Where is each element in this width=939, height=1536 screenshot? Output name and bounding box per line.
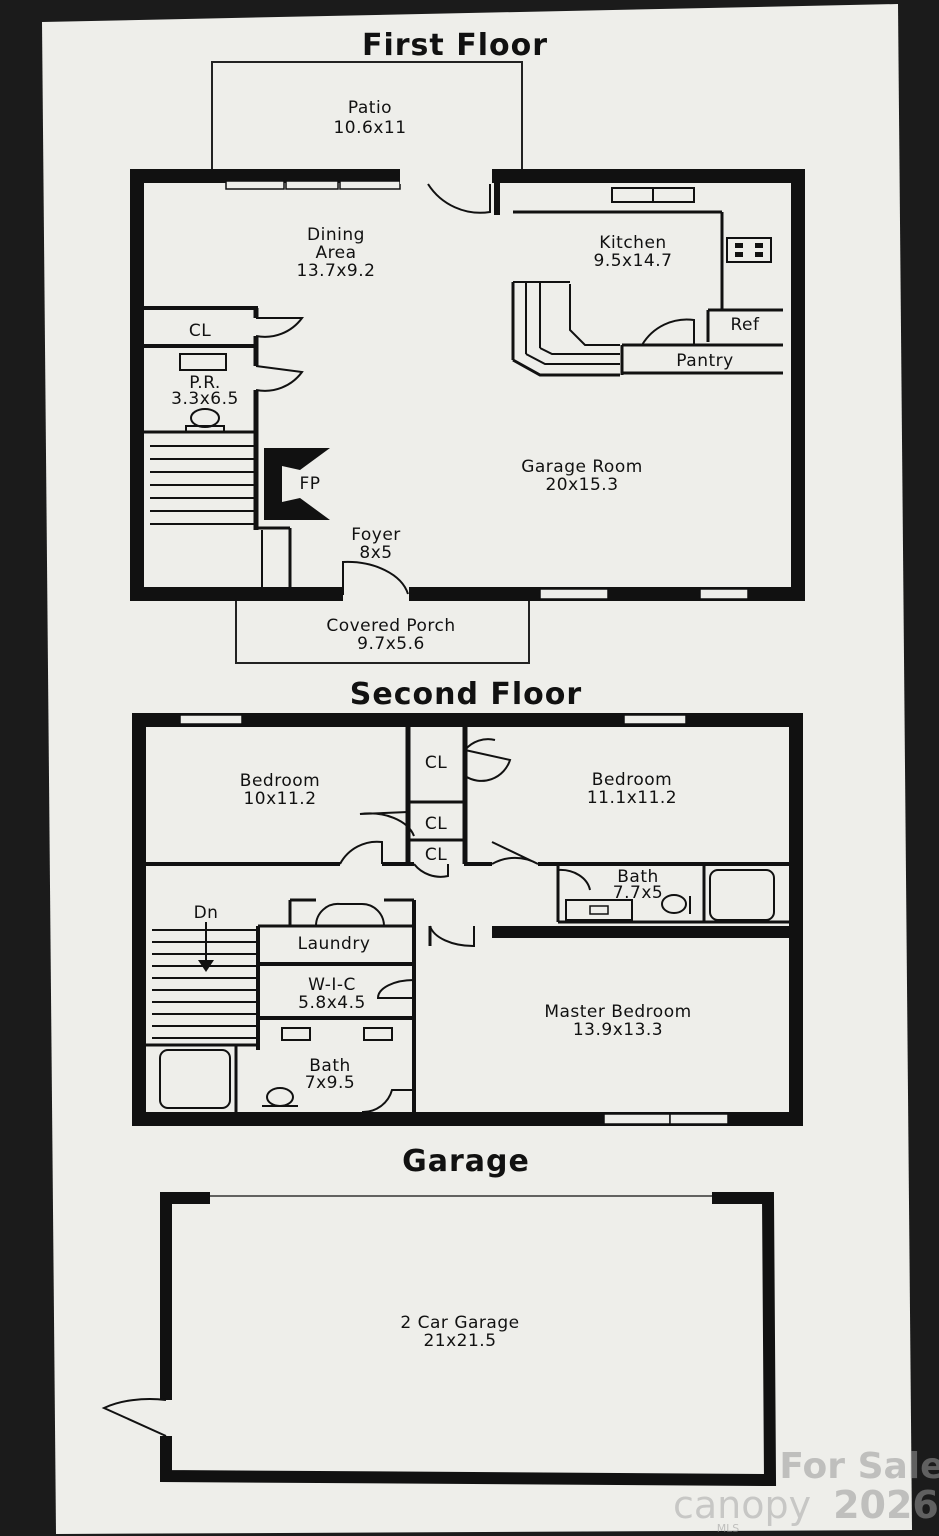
- second-floor-plan: Second Floor: [132, 677, 803, 1126]
- fireplace-label: FP: [299, 474, 320, 494]
- ref-label: Ref: [731, 315, 761, 335]
- first-floor-stairs: [150, 445, 263, 590]
- powder-room-name: P.R.: [189, 373, 221, 393]
- bedroom-left-size: 10x11.2: [243, 789, 316, 809]
- west-rooms-walls: [144, 306, 292, 590]
- hall-bath-name: Bath: [617, 867, 659, 887]
- canopy-mls-watermark: For Sale canopy 2026 MLS: [673, 1446, 939, 1535]
- hall-bath-size: 7.7x5: [613, 883, 663, 903]
- covered-porch-name: Covered Porch: [326, 616, 455, 636]
- first-floor-windows: [225, 180, 749, 600]
- second-floor-title: Second Floor: [350, 677, 582, 712]
- bedroom-right-name: Bedroom: [592, 770, 672, 790]
- closet-door-swing: [255, 317, 304, 338]
- master-bath-tub-icon: [159, 1049, 231, 1109]
- kitchen-walls: [494, 176, 783, 377]
- master-bath-name: Bath: [309, 1056, 351, 1076]
- garage-name: 2 Car Garage: [400, 1313, 519, 1333]
- patio-door-opening: [400, 168, 492, 184]
- first-floor-plan: First Floor Patio 10.6x11: [130, 28, 805, 664]
- patio-size: 10.6x11: [333, 118, 406, 138]
- great-room-name: Garage Room: [521, 457, 643, 477]
- master-bedroom-size: 13.9x13.3: [573, 1020, 663, 1040]
- patio-door-swing: [427, 183, 491, 214]
- kitchen-name: Kitchen: [599, 233, 666, 253]
- bedroom-right-size: 11.1x11.2: [587, 788, 677, 808]
- stove-burners: [735, 243, 763, 257]
- watermark-brand: canopy: [673, 1483, 811, 1527]
- pantry-door-swing: [641, 318, 695, 346]
- first-floor-closet-label: CL: [189, 321, 211, 341]
- covered-porch-size: 9.7x5.6: [357, 634, 425, 654]
- patio-name: Patio: [348, 98, 392, 118]
- master-bedroom-name: Master Bedroom: [544, 1002, 691, 1022]
- wic-name: W-I-C: [308, 975, 356, 995]
- pantry-label: Pantry: [676, 351, 733, 371]
- powder-room-size: 3.3x6.5: [171, 389, 239, 409]
- dining-name-1: Dining: [307, 225, 365, 245]
- stairs-label: Dn: [194, 903, 219, 923]
- laundry-label: Laundry: [298, 934, 371, 954]
- second-floor-windows: [179, 714, 729, 1125]
- watermark-sub: MLS: [717, 1522, 740, 1535]
- first-floor-title: First Floor: [362, 28, 548, 63]
- covered-porch-outline: [235, 601, 530, 664]
- garage-side-door-swing: [101, 1398, 167, 1437]
- garage-wall-left-top: [160, 1192, 210, 1400]
- dining-name-2: Area: [315, 243, 356, 263]
- second-floor-door-swings: [314, 738, 591, 1114]
- kitchen-size: 9.5x14.7: [594, 251, 673, 271]
- hall-bath-toilet-icon: [661, 894, 691, 914]
- hall-bath-tub-icon: [709, 869, 775, 921]
- master-bath-toilet-icon: [262, 1087, 298, 1107]
- powder-room-door-swing: [255, 365, 304, 392]
- patio-outline: [211, 61, 523, 182]
- second-floor-closet-label-3: CL: [425, 845, 447, 865]
- watermark-year: 2026: [833, 1483, 939, 1527]
- dining-size: 13.7x9.2: [297, 261, 376, 281]
- second-floor-closet-label-2: CL: [425, 814, 447, 834]
- foyer-name: Foyer: [351, 525, 401, 545]
- stove-icon: [726, 237, 772, 263]
- foyer-size: 8x5: [359, 543, 392, 563]
- front-door-opening: [343, 586, 409, 602]
- garage-wall-main: [160, 1192, 777, 1487]
- second-floor-interior-walls: [146, 727, 790, 1112]
- second-floor-closet-label-1: CL: [425, 753, 447, 773]
- stairs-down-arrow-icon: [198, 922, 214, 972]
- powder-room-toilet-icon: [185, 408, 225, 433]
- garage-size: 21x21.5: [423, 1331, 496, 1351]
- powder-room-sink-icon: [179, 353, 227, 371]
- garage-title: Garage: [402, 1144, 530, 1179]
- watermark-status: For Sale: [779, 1446, 939, 1487]
- great-room-size: 20x15.3: [545, 475, 618, 495]
- master-bath-size: 7x9.5: [305, 1073, 355, 1093]
- hall-bath-sink-icon: [565, 899, 633, 921]
- garage-plan: Garage 2 Car Garage 21x21.5: [101, 1144, 777, 1487]
- bedroom-left-name: Bedroom: [240, 771, 320, 791]
- front-door-swing: [342, 560, 409, 595]
- wic-size: 5.8x4.5: [298, 993, 366, 1013]
- paper-sheet: [42, 4, 912, 1534]
- second-floor-outer-wall: [132, 713, 803, 1126]
- master-bath-sinks-icon: [281, 1027, 393, 1041]
